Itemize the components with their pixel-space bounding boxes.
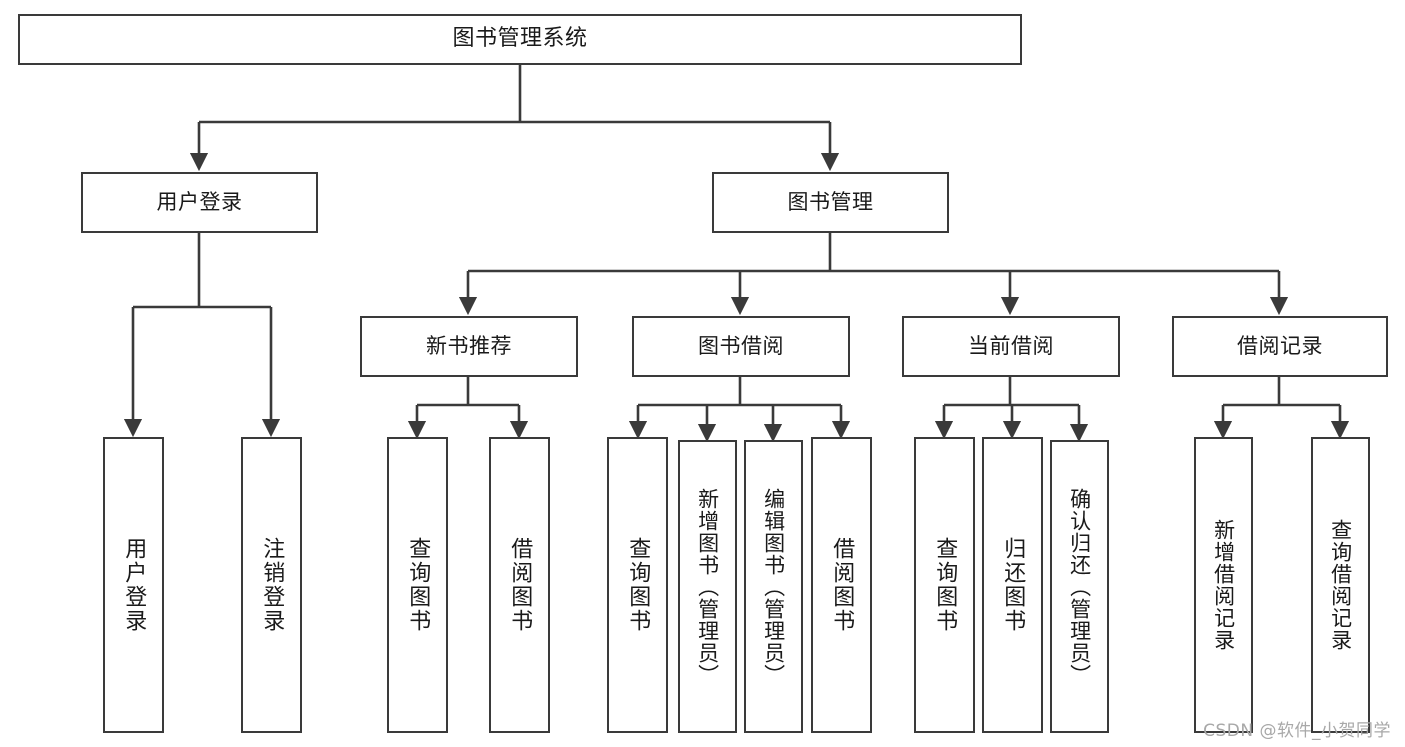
leaf-new-book-borrow[interactable]: 借阅图书 <box>489 437 550 733</box>
node-book-borrow[interactable]: 图书借阅 <box>632 316 850 377</box>
node-label: 查询图书 <box>932 537 958 633</box>
node-label: 借阅图书 <box>507 537 533 633</box>
node-label: 用户登录 <box>121 537 147 633</box>
node-label: 新增借阅记录 <box>1211 519 1236 651</box>
node-label: 查询借阅记录 <box>1328 519 1353 651</box>
node-label: 借阅图书 <box>829 537 855 633</box>
leaf-borrow-add-book-admin[interactable]: 新增图书（管理员） <box>678 440 737 733</box>
node-new-book-recommend[interactable]: 新书推荐 <box>360 316 578 377</box>
leaf-new-book-query[interactable]: 查询图书 <box>387 437 448 733</box>
node-label: 查询图书 <box>405 537 431 633</box>
node-label: 查询图书 <box>625 537 651 633</box>
leaf-user-login-logout[interactable]: 注销登录 <box>241 437 302 733</box>
leaf-records-query-record[interactable]: 查询借阅记录 <box>1311 437 1370 733</box>
node-label: 注销登录 <box>259 537 285 633</box>
node-label: 当前借阅 <box>968 333 1054 358</box>
node-user-login[interactable]: 用户登录 <box>81 172 318 233</box>
node-current-borrow[interactable]: 当前借阅 <box>902 316 1120 377</box>
leaf-borrow-edit-book-admin[interactable]: 编辑图书（管理员） <box>744 440 803 733</box>
node-label: 编辑图书（管理员） <box>761 487 786 686</box>
leaf-borrow-query-book[interactable]: 查询图书 <box>607 437 668 733</box>
node-label: 新书推荐 <box>426 333 512 358</box>
leaf-borrow-borrow-book[interactable]: 借阅图书 <box>811 437 872 733</box>
leaf-records-add-record[interactable]: 新增借阅记录 <box>1194 437 1253 733</box>
leaf-current-return-book[interactable]: 归还图书 <box>982 437 1043 733</box>
node-book-management[interactable]: 图书管理 <box>712 172 949 233</box>
leaf-user-login-login[interactable]: 用户登录 <box>103 437 164 733</box>
node-label: 新增图书（管理员） <box>695 487 720 686</box>
node-label: 图书管理 <box>787 189 874 214</box>
node-label: 归还图书 <box>1000 537 1026 633</box>
leaf-current-confirm-return-admin[interactable]: 确认归还（管理员） <box>1050 440 1109 733</box>
node-label: 确认归还（管理员） <box>1067 487 1092 686</box>
csdn-watermark: CSDN @软件_小贺同学 <box>1203 721 1391 741</box>
node-label: 图书借阅 <box>698 333 784 358</box>
node-label: 借阅记录 <box>1237 333 1323 358</box>
node-label: 用户登录 <box>156 189 243 214</box>
node-root-system[interactable]: 图书管理系统 <box>18 14 1022 65</box>
node-borrow-records[interactable]: 借阅记录 <box>1172 316 1388 377</box>
node-label: 图书管理系统 <box>452 26 588 52</box>
leaf-current-query-book[interactable]: 查询图书 <box>914 437 975 733</box>
